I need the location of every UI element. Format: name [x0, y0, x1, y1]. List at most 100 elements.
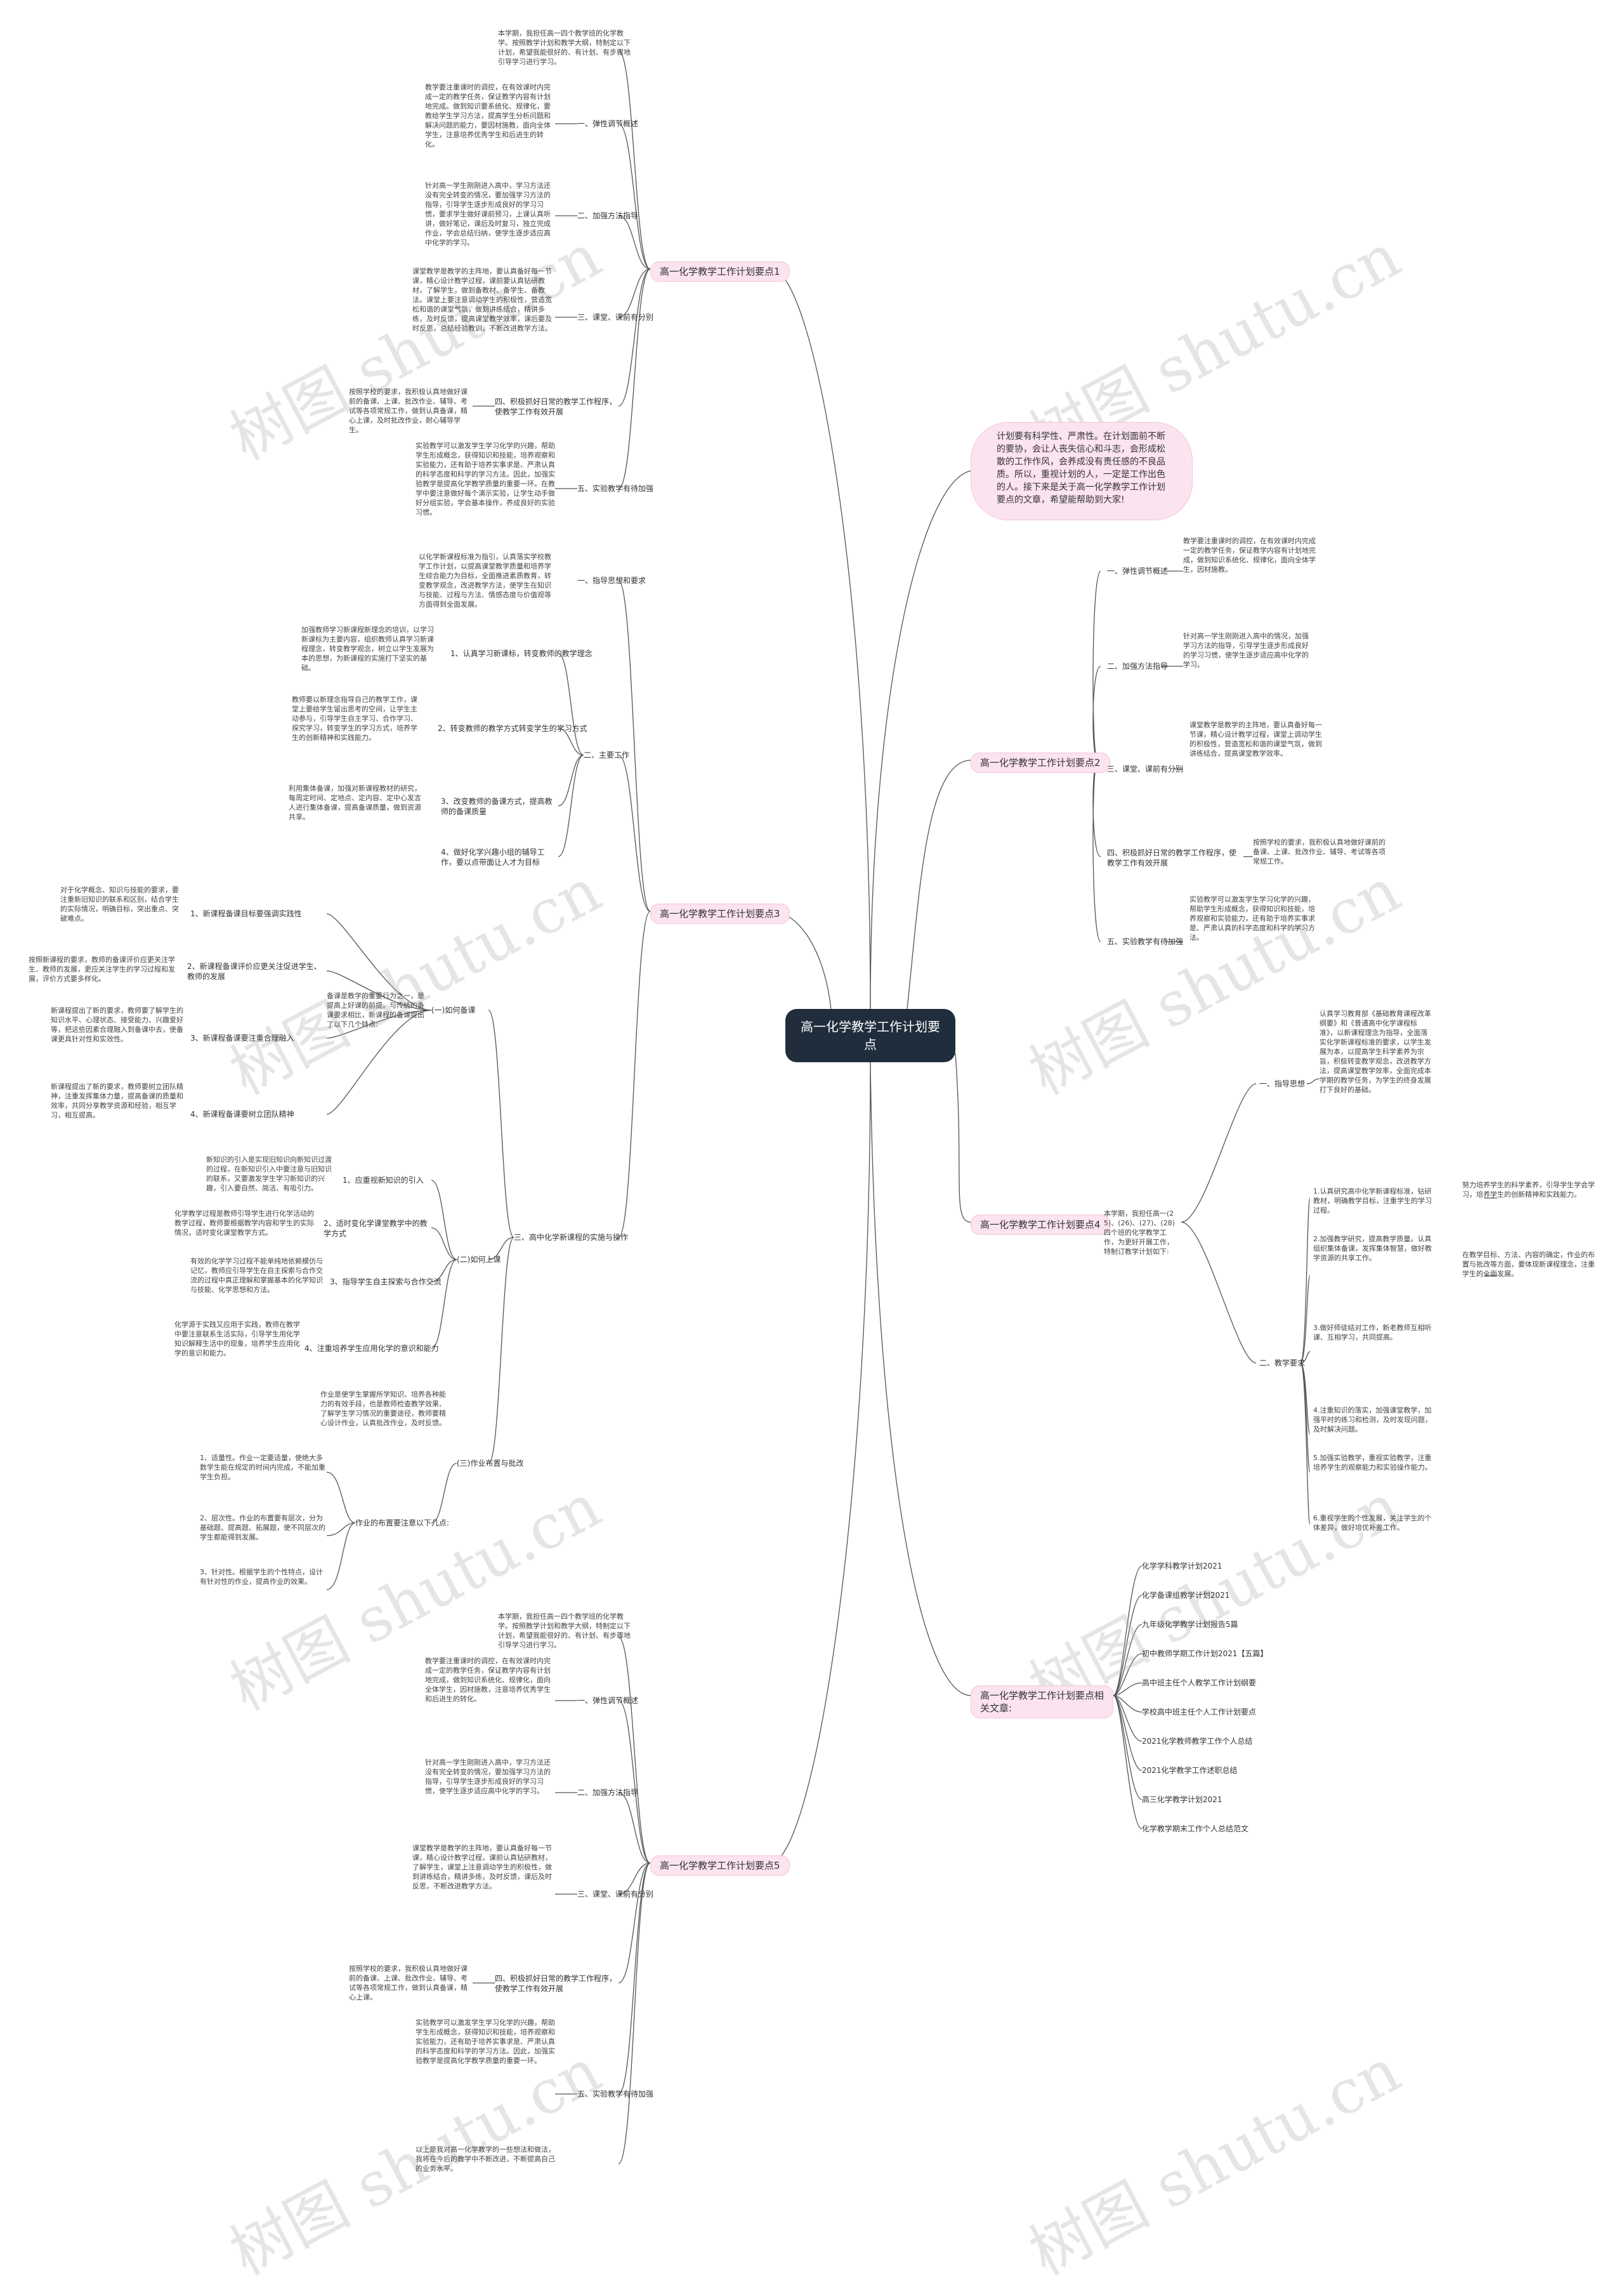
b3-text-s3: 作业是使学生掌握所学知识、培养各种能力的有效手段，也是教师检查教学效果、了解学生… [320, 1390, 446, 1427]
b1-text-method: 针对高一学生刚刚进入高中，学习方法还没有完全转变的情况，要加强学习方法的指导，引… [425, 181, 551, 247]
b5-text-daily: 按照学校的要求，我积极认真地做好课前的备课、上课、批改作业、辅导、考试等各项常规… [349, 1965, 468, 2001]
b5-text-exp: 实验教学可以激发学生学习化学的兴趣，帮助学生形成概念，获得知识和技能，培养观察和… [416, 2019, 555, 2065]
b4-text-r6: 6.重视学生的个性发展，关注学生的个体差异，做好培优补差工作。 [1313, 1514, 1432, 1532]
related-link[interactable]: 化学备课组教学计划2021 [1142, 1591, 1230, 1600]
b1-label-flex: 一、弹性调节概述 [577, 119, 639, 128]
b1-text-class: 课堂教学是教学的主阵地，要认真备好每一节课，精心设计教学过程，课前要认真钻研教材… [412, 267, 552, 333]
b3-text-m2: 教师要以新理念指导自己的教学工作，课堂上要给学生留出思考的空间，让学生主动参与，… [292, 695, 417, 742]
b1-label-class: 三、课堂、课前有分别 [577, 313, 654, 322]
b4-text-r2: 2.加强教学研究，提高教学质量。认真组织集体备课，发挥集体智慧，做好教学资源的共… [1313, 1235, 1432, 1262]
b3-label-c3: 三、高中化学新课程的实施与操作 [514, 1233, 629, 1242]
b3-text-s1c: 新课程提出了新的要求，教师要了解学生的知识水平、心理状态、接受能力、兴趣爱好等，… [51, 1006, 183, 1043]
b5-text-method: 针对高一学生刚刚进入高中，学习方法还没有完全转变的情况，要加强学习方法的指导，引… [425, 1758, 551, 1795]
intro-bubble[interactable]: 计划要有科学性、严肃性。在计划面前不断的要协，会让人丧失信心和斗志，会形成松散的… [971, 422, 1193, 520]
b3-label-s2c: 3、指导学生自主探索与合作交流 [330, 1277, 442, 1286]
branch-plan-2[interactable]: 高一化学教学工作计划要点2 [971, 753, 1110, 773]
b2-label-flex: 一、弹性调节概述 [1107, 567, 1169, 576]
b5-text-flex: 教学要注重课时的调控，在有效课时内完成一定的教学任务，保证教学内容有计划地完成，… [425, 1657, 551, 1703]
branch-plan-1[interactable]: 高一化学教学工作计划要点1 [650, 261, 790, 282]
b3-text-s1note: 备课是教学的重要行为之一，是提高上好课的前提。与传统的备课要求相比，新课程的备课… [327, 992, 424, 1029]
b3-label-main: 二、主要工作 [584, 751, 630, 760]
related-link[interactable]: 化学教学期末工作个人总结范文 [1142, 1824, 1249, 1833]
b4-text-r2side: 在教学目标、方法、内容的确定，作业的布置与批改等方面，要体现新课程理念，注重学生… [1462, 1251, 1595, 1278]
b3-label-s3a: 作业的布置要注意以下几点: [355, 1518, 450, 1527]
b4-intro-text: 本学期，我担任高一(25)、(26)、(27)、(28)四个班的化学教学工作，为… [1104, 1209, 1175, 1256]
b3-text-s2b: 化学教学过程是教师引导学生进行化学活动的教学过程，教师要根据教学内容和学生的实际… [174, 1209, 314, 1237]
b5-label-class: 三、课堂、课前有分别 [577, 1890, 654, 1899]
b2-text-flex: 教学要注重课时的调控，在有效课时内完成一定的教学任务，保证教学内容有计划地完成，… [1183, 537, 1316, 574]
b3-text-s3a1: 1、适量性。作业一定要适量，使绝大多数学生能在规定的时间内完成，不能加重学生负担… [200, 1454, 325, 1481]
b1-label-exp: 五、实验教学有待加强 [577, 484, 654, 493]
b5-label-exp: 五、实验教学有待加强 [577, 2090, 654, 2098]
link-root-b6 [870, 1062, 971, 1696]
b2-label-class: 三、课堂、课前有分别 [1107, 765, 1184, 774]
b3-label-m1: 1、认真学习新课标，转变教师的教学理念 [450, 649, 593, 658]
b1-text-flex: 教学要注重课时的调控，在有效课时内完成一定的教学任务，保证教学内容有计划地完成。… [425, 83, 551, 148]
related-link[interactable]: 高中班主任个人教学工作计划纲要 [1142, 1678, 1257, 1687]
b3-text-s3a3: 3、针对性。根据学生的个性特点，设计有针对性的作业，提高作业的效果。 [200, 1568, 323, 1586]
b3-label-s2: (二)如何上课 [457, 1255, 501, 1264]
b3-text-m1: 加强教师学习新课程新理念的培训，以学习新课标为主要内容，组织教师认真学习新课程理… [301, 626, 434, 672]
b3-label-s3: (三)作业布置与批改 [457, 1459, 524, 1468]
root-topic[interactable]: 高一化学教学工作计划要点 [785, 1009, 955, 1062]
b4-text-guide: 认真学习教育部《基础教育课程改革纲要》和《普通高中化学课程标准》，以新课程理念为… [1320, 1010, 1431, 1094]
b3-label-s2a: 1、应重视新知识的引入 [343, 1176, 424, 1185]
connector-lines [326, 50, 1497, 2164]
b2-label-daily: 四、积极抓好日常的教学工作程序，使教学工作有效开展 [1107, 848, 1237, 867]
b3-text-s2c: 有效的化学学习过程不能单纯地依赖模仿与记忆，教师应引导学生在自主探索与合作交流的… [190, 1257, 323, 1294]
b3-label-m3: 3、改变教师的备课方式，提高教师的备课质量 [441, 797, 553, 816]
b3-text-s3a2: 2、层次性。作业的布置要有层次，分为基础题、提高题、拓展题，使不同层次的学生都能… [200, 1514, 325, 1541]
b3-text-guide: 以化学新课程标准为指引，认真落实学校教学工作计划，以提高课堂教学质量和培养学生综… [419, 553, 551, 609]
b2-label-method: 二、加强方法指导 [1107, 662, 1169, 671]
b3-text-s1b: 按照新课程的要求，教师的备课评价应更关注学生、教师的发展，更应关注学生的学习过程… [29, 956, 175, 983]
b2-label-exp: 五、实验教学有待加强 [1107, 937, 1184, 946]
related-link[interactable]: 九年级化学教学计划报告5篇 [1142, 1620, 1238, 1629]
branch-plan-4[interactable]: 高一化学教学工作计划要点4 [971, 1215, 1110, 1235]
b1-label-method: 二、加强方法指导 [577, 211, 639, 220]
b2-text-class: 课堂教学是教学的主阵地，要认真备好每一节课，精心设计教学过程，课堂上调动学生的积… [1189, 721, 1322, 758]
related-link[interactable]: 高三化学教学计划2021 [1142, 1795, 1222, 1804]
b4-text-r1side: 努力培养学生的科学素养，引导学生学会学习，培养学生的创新精神和实践能力。 [1462, 1181, 1595, 1199]
b3-label-guide: 一、指导思想和要求 [577, 576, 646, 585]
b3-text-s1a: 对于化学概念、知识与技能的要求，要注重新旧知识的联系和区别，结合学生的实际情况，… [60, 886, 179, 923]
related-link[interactable]: 学校高中班主任个人工作计划要点 [1142, 1708, 1257, 1716]
link-root-b4 [955, 1053, 971, 1223]
b1-text-daily: 按照学校的要求，我积极认真地做好课前的备课、上课、批改作业、辅导、考试等各项常规… [349, 388, 468, 434]
b3-label-m2: 2、转变教师的教学方式转变学生的学习方式 [438, 724, 587, 733]
b5-text-end: 以上是我对高一化学教学的一些想法和做法，我将在今后的教学中不断改进，不断提高自己… [416, 2145, 555, 2173]
b3-text-s1d: 新课程提出了新的要求，教师要树立团队精神，注重发挥集体力量，提高备课的质量和效率… [51, 1083, 183, 1119]
b3-label-s2d: 4、注重培养学生应用化学的意识和能力 [304, 1344, 439, 1353]
b4-text-r5: 5.加强实验教学，重视实验教学，注重培养学生的观察能力和实验操作能力。 [1313, 1454, 1432, 1472]
b3-label-s1a: 1、新课程备课目标要强调实践性 [190, 909, 302, 918]
b4-text-r1: 1.认真研究高中化学新课程标准，钻研教材，明确教学目标，注重学生的学习过程。 [1313, 1187, 1432, 1215]
link-root-b1 [770, 268, 871, 1010]
b5-label-method: 二、加强方法指导 [577, 1788, 639, 1797]
branch-plan-5[interactable]: 高一化学教学工作计划要点5 [650, 1855, 790, 1876]
link-root-b5 [770, 1062, 871, 1864]
link-root-b3 [770, 911, 832, 1010]
b1-text-exp: 实验教学可以激发学生学习化学的兴趣，帮助学生形成概念，获得知识和技能，培养观察和… [416, 442, 555, 517]
b4-label-guide: 一、指导思想 [1259, 1079, 1306, 1088]
b2-text-exp: 实验教学可以激发学生学习化学的兴趣，帮助学生形成概念，获得知识和技能，培养观察和… [1189, 895, 1315, 942]
b3-label-m4: 4、做好化学兴趣小组的辅导工作，要以点带面让人才为目标 [441, 848, 545, 867]
related-link[interactable]: 2021化学教师教学工作个人总结 [1142, 1737, 1253, 1746]
b3-text-s2a: 新知识的引入是实现旧知识向新知识过渡的过程，在新知识引入中要注意与旧知识的联系，… [206, 1156, 332, 1192]
b3-label-s2b: 2、适时变化学课堂教学中的教学方式 [324, 1219, 428, 1238]
link-root-b2 [907, 760, 971, 1010]
b3-label-s1c: 3、新课程备课要注重合理融入 [190, 1034, 294, 1043]
b2-text-method: 针对高一学生刚刚进入高中的情况，加强学习方法的指导，引导学生逐步形成良好的学习习… [1183, 632, 1309, 669]
b5-intro-text: 本学期，我担任高一四个教学班的化学教学。按照教学计划和教学大纲，特制定以下计划，… [498, 1612, 631, 1649]
related-link[interactable]: 化学学科教学计划2021 [1142, 1562, 1222, 1571]
b4-text-r3: 3.做好师徒结对工作，新老教师互相听课、互相学习，共同提高。 [1313, 1324, 1432, 1341]
b1-label-daily: 四、积极抓好日常的教学工作程序，使教学工作有效开展 [495, 397, 617, 416]
related-link[interactable]: 初中教师学期工作计划2021【五篇】 [1142, 1649, 1268, 1658]
related-link[interactable]: 2021化学教学工作述职总结 [1142, 1766, 1238, 1775]
branch-plan-3[interactable]: 高一化学教学工作计划要点3 [650, 904, 790, 924]
b1-intro-text: 本学期，我担任高一四个教学班的化学教学。按照教学计划和教学大纲，特制定以下计划，… [498, 29, 631, 66]
b3-text-s2d: 化学源于实践又应用于实践，教师在教学中要注意联系生活实际，引导学生用化学知识解释… [174, 1321, 300, 1357]
b2-text-daily: 按照学校的要求，我积极认真地做好课前的备课、上课、批改作业、辅导、考试等各项常规… [1253, 838, 1385, 866]
branch-related[interactable]: 高一化学教学工作计划要点相关文章: [971, 1685, 1113, 1718]
b5-label-flex: 一、弹性调节概述 [577, 1696, 639, 1705]
b5-text-class: 课堂教学是教学的主阵地，要认真备好每一节课，精心设计教学过程，课前认真钻研教材，… [412, 1844, 552, 1890]
b3-label-s1b: 2、新课程备课评价应更关注促进学生、教师的发展 [187, 962, 322, 981]
